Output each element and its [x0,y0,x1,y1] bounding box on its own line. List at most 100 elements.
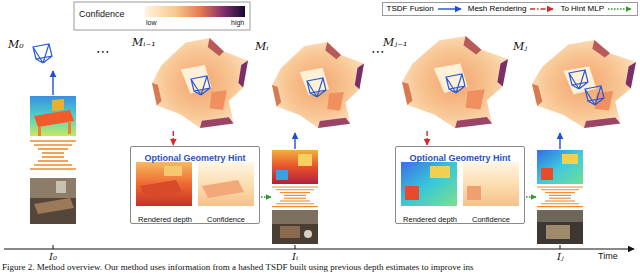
hint-title: Optional Geometry Hint [144,153,245,164]
hint-images [401,162,457,206]
frame-stack [537,210,583,244]
frame-stack [272,150,318,184]
colorbar [145,6,245,17]
mesh-rendering-arrow [173,131,174,145]
hint-images [164,166,182,176]
mesh-map: M₀ [8,34,66,68]
legend-item: To Hint MLP [560,4,633,14]
frame-stack [276,170,288,180]
mesh-illustration [152,36,636,128]
colorbar [74,2,250,30]
hint-images [463,162,519,206]
frame-stack [541,168,553,180]
frame-stack [30,96,76,136]
frame-stack [304,230,312,238]
hint-image: Confidence [463,162,519,226]
mesh-illustration [152,38,248,128]
hint-images [198,162,254,206]
colorbar-title: Confidence [79,9,125,19]
image-caption: Rendered depth [403,215,457,224]
legend: TSDF Fusion Mesh Rendering To Hint MLP [382,2,638,16]
mesh-label: Mᵢ₋₁ [132,37,156,49]
mesh-label: Mⱼ [513,41,527,53]
camera-frustum [33,44,604,105]
image-caption: Confidence [207,215,245,224]
legend-text: To Hint MLP [560,4,604,14]
hint-mlp-arrow [261,196,271,197]
frame-label: Iⱼ [557,251,564,262]
figure-caption: Figure 2. Method overview. Our method us… [2,262,473,273]
legend-line [607,5,633,13]
hint-box: Optional Geometry HintRendered depth Conf… [395,146,525,224]
frame-stack [562,154,578,164]
frame-stack [546,225,570,239]
frame-stack [537,187,583,207]
frame-stack [537,150,583,184]
hint-images [136,162,192,206]
mesh-label: Mⱼ₋₁ [383,37,407,49]
time-axis [560,245,561,249]
frame-stack [56,181,66,193]
hint-images [430,166,450,178]
frame-stack [272,210,318,224]
mesh-map: Mᵢ [255,36,368,130]
ellipsis: ⋯ [371,44,385,59]
ellipsis: ⋯ [96,44,110,59]
time-axis [53,245,54,249]
legend-line-sample [438,8,461,9]
hint-image: Rendered depth [401,162,459,226]
legend-text: Mesh Rendering [468,4,527,14]
tsdf-fusion-arrow [52,71,53,95]
frame-stack [272,210,318,244]
mesh-map: Mⱼ [513,36,637,130]
colorbar [74,2,250,30]
legend-text: TSDF Fusion [387,4,434,14]
hint-mlp-arrow [261,196,536,197]
frame-stack [30,178,76,198]
hint-images [467,186,481,200]
image-caption: Confidence [472,215,510,224]
frame-stack [38,127,41,136]
hint-image: Rendered depth [136,162,194,226]
hint-title: Optional Geometry Hint [409,153,510,164]
image-caption: Rendered depth [138,215,192,224]
camera-frustum [585,86,604,105]
tsdf-fusion-arrow [559,133,560,149]
camera-frustum [307,78,326,97]
hint-images [405,186,419,200]
time-axis [4,249,634,250]
mesh-label: M₀ [8,39,24,51]
time-axis [4,245,634,249]
hint-images [136,162,519,206]
camera-frustum [446,74,465,93]
mesh-label: Mᵢ [255,41,268,53]
mesh-map: Mⱼ₋₁ [383,32,509,130]
colorbar-high: high [231,19,244,27]
frame-stack [30,178,76,224]
mesh-illustration [532,40,636,128]
frame-stack [68,121,71,134]
mesh-map: Mᵢ₋₁ [132,32,250,130]
frame-stack [52,99,64,111]
legend-item: Mesh Rendering [468,4,556,14]
legend-line [529,5,555,13]
hint-box: Optional Geometry HintRendered depth Conf… [130,146,260,224]
frame-stack [280,226,300,238]
legend-line [437,5,463,13]
frame-stack [298,154,312,166]
legend-line-sample [608,8,631,9]
tsdf-fusion-arrow [53,71,560,149]
camera-frustum [33,44,52,63]
mesh-illustration [272,42,364,128]
frame-stack [30,141,76,169]
legend-line-sample [530,8,553,9]
mesh-rendering-arrow [426,131,427,145]
legend-item: TSDF Fusion [387,4,463,14]
colorbar-low: low [146,19,157,27]
mesh-illustration [402,36,508,128]
hint-images [140,180,182,198]
hint-mlp-arrow [526,196,536,197]
